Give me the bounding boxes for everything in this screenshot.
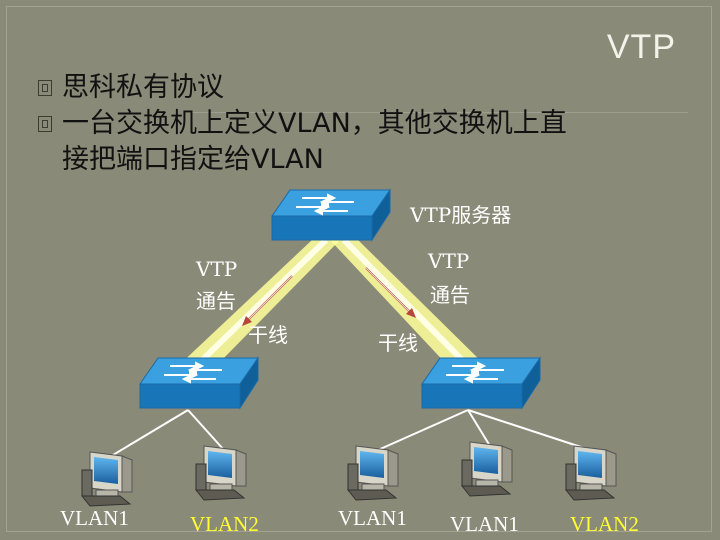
host-label-4: VLAN1 — [450, 512, 519, 536]
title-divider — [190, 112, 688, 113]
host-label-1: VLAN1 — [60, 506, 129, 530]
switch-icon — [271, 188, 391, 242]
server-label: VTP服务器 — [409, 203, 511, 227]
right-advert-line2: 通告 — [430, 283, 470, 307]
left-trunk-label: 干线 — [248, 323, 288, 347]
advert-arrow-left — [242, 275, 293, 326]
access-link-5 — [467, 409, 591, 451]
workstation-icon — [564, 445, 617, 501]
access-link-3 — [377, 409, 469, 451]
workstation-icon — [194, 445, 247, 501]
bullet-item-1: 思科私有协议 — [34, 70, 694, 106]
switch-icon — [421, 356, 541, 410]
switch-icon — [139, 356, 259, 410]
advert-arrow-right — [365, 267, 416, 318]
workstation-icon — [346, 445, 399, 501]
bullet-text-1: 思科私有协议 — [62, 72, 224, 103]
host-label-2: VLAN2 — [190, 512, 259, 536]
bullet-item-2: 一台交换机上定义VLAN，其他交换机上直 — [34, 106, 694, 142]
access-link-1 — [107, 409, 189, 459]
workstation-icon — [460, 441, 513, 497]
host-label-3: VLAN1 — [338, 506, 407, 530]
access-links — [107, 409, 591, 459]
right-trunk-label: 干线 — [378, 331, 418, 355]
bullet-square-icon — [38, 116, 52, 132]
left-advert-line2: 通告 — [196, 289, 236, 313]
bullet-item-2-cont: 接把端口指定给VLAN — [34, 142, 694, 178]
access-link-4 — [467, 409, 491, 447]
bullet-square-icon — [38, 80, 52, 96]
trunk-link-left — [176, 237, 340, 371]
left-advert-line1: VTP — [195, 257, 237, 281]
bullet-list: 思科私有协议 一台交换机上定义VLAN，其他交换机上直 接把端口指定给VLAN — [34, 70, 694, 178]
bullet-text-2b: 接把端口指定给VLAN — [62, 144, 324, 175]
access-link-2 — [187, 409, 225, 451]
bullet-text-2a: 一台交换机上定义VLAN，其他交换机上直 — [62, 108, 567, 139]
right-advert-line1: VTP — [427, 249, 469, 273]
slide-title: VTP — [606, 28, 676, 66]
workstation-icon — [80, 451, 133, 507]
host-label-5: VLAN2 — [570, 512, 639, 536]
